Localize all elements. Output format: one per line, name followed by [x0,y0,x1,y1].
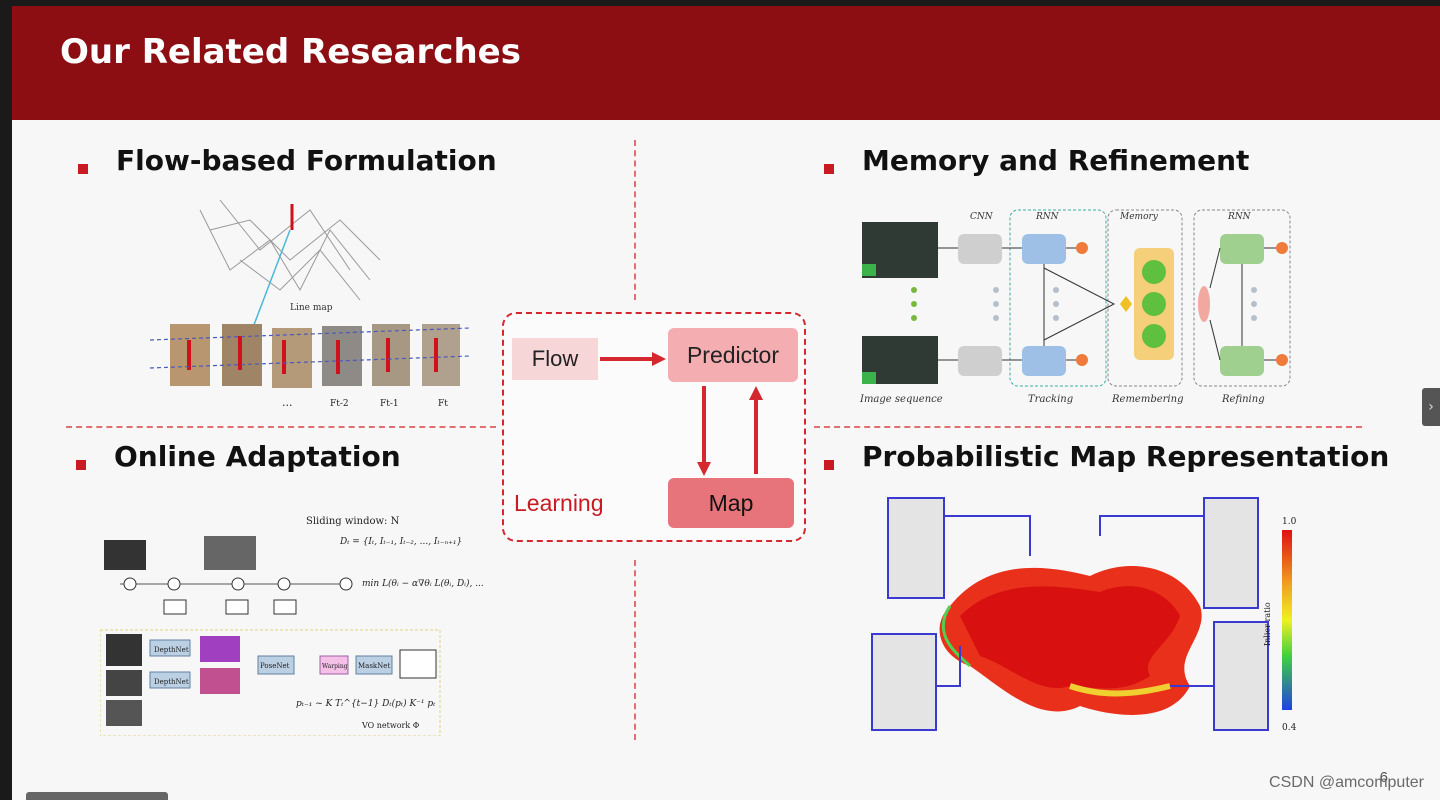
vertical-divider-bottom [634,560,636,740]
image-sequence-label: Image sequence [859,394,943,405]
memory-figure: CNN RNN Memory RNN [859,209,1291,405]
frame-label: Ft [438,399,448,409]
depthnet-label: DepthNet [154,646,189,654]
bullet-icon [78,164,88,174]
prob-map-figure: 1.0 0.4 Inlier ratio [871,497,1297,733]
frame-label: Ft-2 [330,399,349,409]
cnn-label: CNN [970,212,994,222]
diagram-arrows [600,352,763,476]
bullet-icon [824,164,834,174]
predictor-box: Predictor [668,328,798,382]
frame-label: ... [282,396,293,409]
vertical-divider-top [634,140,636,300]
horizontal-divider-left [66,426,496,428]
next-slide-chevron-icon[interactable]: › [1422,388,1440,426]
section-title-flow: Flow-based Formulation [116,144,497,177]
depthnet-label: DepthNet [154,678,189,686]
scale-top: 1.0 [1282,517,1297,527]
rnn-label: RNN [1035,212,1060,222]
vo-network-label: VO network Φ [361,721,420,730]
warping-label: Warping [322,663,348,670]
learning-label: Learning [514,490,604,516]
horizontal-divider-right [814,426,1362,428]
di-formula: Dₜ = {Iₜ, Iₜ₋₁, Iₜ₋₂, ..., Iₜ₋ₙ₊₁} [339,537,462,547]
bottom-toolbar-tab[interactable] [26,792,168,800]
posenet-label: PoseNet [260,662,290,670]
rnn2-label: RNN [1227,212,1252,222]
online-figure: Sliding window: N Dₜ = {Iₜ, Iₜ₋₁, Iₜ₋₂, … [100,516,484,736]
sliding-window-label: Sliding window: N [306,516,400,527]
flow-box: Flow [512,338,598,380]
tracking-label: Tracking [1028,394,1073,405]
masknet-label: MaskNet [358,662,390,670]
remembering-label: Remembering [1111,394,1183,405]
bullet-icon [824,460,834,470]
page-number: 6 [1379,769,1388,786]
watermark: CSDN @amcomputer [1269,774,1424,791]
proj-formula: pₜ₋₁ ~ K Tₜ^{t−1} Dₜ(pₜ) K⁻¹ pₜ [296,698,436,709]
memory-label: Memory [1119,212,1159,222]
min-formula: min L(θᵢ − α∇θᵢ L(θᵢ, Dᵢ), ... [362,578,484,589]
scale-label: Inlier ratio [1263,602,1272,646]
frame-label: Ft-1 [380,399,399,409]
refining-label: Refining [1221,394,1265,405]
slide: Our Related Researches Flow-based Formul… [12,6,1440,800]
map-box: Map [668,478,794,528]
slide-header: Our Related Researches [12,6,1440,120]
bullet-icon [76,460,86,470]
flow-figure: Line map ... Ft-2 Ft-1 Ft [149,200,471,409]
line-map-label: Line map [290,303,333,313]
top-frame-strip [0,0,1440,6]
section-title-online: Online Adaptation [114,440,401,473]
scale-bottom: 0.4 [1282,723,1297,733]
section-title-memory: Memory and Refinement [862,144,1250,177]
section-title-prob: Probabilistic Map Representation [862,440,1390,473]
slide-title: Our Related Researches [60,32,521,72]
learning-diagram: Flow Predictor Map Learning [502,312,806,542]
